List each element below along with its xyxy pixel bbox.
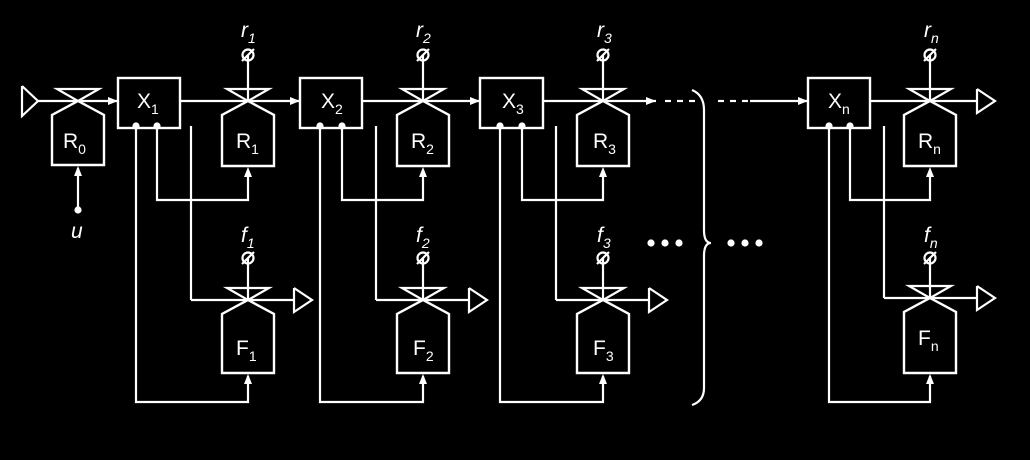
stage-1-r-label: R1: [236, 130, 259, 157]
stage-1-r-tank: [220, 99, 276, 168]
stage-3-f-regulator-knob: [596, 251, 610, 265]
stage-n-x-label: Xn: [828, 90, 850, 117]
stage-3-x-box: [478, 76, 545, 130]
stage-2-f-label: F2: [413, 337, 434, 364]
stage-n-rr-label: rn: [924, 19, 939, 46]
ellipsis-dot-2: [661, 239, 669, 247]
stage-4-r-regulator-knob: [923, 48, 937, 62]
stage-1-f-regulator-knob: [241, 251, 255, 265]
source-cloud: [20, 85, 40, 119]
stage-3-f-label: F3: [593, 337, 614, 364]
stage-2-r-tank: [395, 99, 451, 168]
stage-2-r-feedback: [340, 126, 425, 202]
stage-1-f-feedback-arrowhead: [244, 374, 252, 384]
stage-2-rr-label: r2: [416, 19, 431, 46]
stage-4-r-feedback-arrowhead: [926, 167, 934, 177]
stage-4-r-feedback: [848, 126, 932, 202]
stage-2-f-tank: [395, 298, 451, 375]
stage-2-r-feedback-arrowhead: [419, 167, 427, 177]
stage-3-r-regulator-knob: [596, 48, 610, 62]
stage-2-r-label: R2: [411, 130, 434, 157]
stage-3-r-regulator-knob-slash: [596, 48, 610, 62]
stage-1-r-regulator-knob: [241, 48, 255, 62]
stage-2-f-feedback: [318, 126, 425, 404]
stage-3-f-sink: [647, 287, 669, 315]
stage-n-inflow-arrowhead: [798, 97, 808, 105]
stage-3-f-regulator-knob-slash: [596, 251, 610, 265]
stage-2-f-sink: [467, 287, 489, 315]
source-flow-arrowhead: [108, 97, 118, 105]
ellipsis-dot-5: [741, 239, 749, 247]
stage-4-r-tank: [902, 99, 958, 168]
stage-4-f-regulator-knob: [923, 251, 937, 265]
stage-3-f-feedback-arrowhead: [599, 374, 607, 384]
stage-4-f-feedback-arrowhead: [926, 374, 934, 384]
input-u-dot: [74, 206, 82, 214]
stage-3-r-feedback: [520, 126, 605, 202]
stage-2-f-regulator-knob: [416, 251, 430, 265]
stage-1-f-feedback: [134, 126, 250, 404]
stage-1-r-regulator-knob-slash: [241, 48, 255, 62]
stage-1-f-label: F1: [236, 337, 257, 364]
stage-2-r-flow-arrowhead: [470, 97, 480, 105]
stage-2-f-feedback-arrowhead: [419, 374, 427, 384]
stage-4-x-box: [806, 76, 872, 130]
stage-2-r-regulator-knob-slash: [416, 48, 430, 62]
stage-2-f-regulator-knob-slash: [416, 251, 430, 265]
stage-1-r-feedback-arrowhead: [244, 167, 252, 177]
stage-2-ff-label: f2: [416, 224, 430, 251]
stage-n-ff-label: fn: [924, 224, 938, 251]
stage-4-f-tank: [902, 296, 958, 375]
stage-4-f-feedback: [827, 126, 932, 404]
gap-brace: [691, 88, 712, 407]
stage-3-r-flow-arrowhead: [646, 97, 656, 105]
stage-1-ff-label: f1: [241, 224, 255, 251]
stage-1-f-regulator-knob-slash: [241, 251, 255, 265]
diagram-shapes: [20, 48, 997, 407]
input-u-label: u: [71, 220, 83, 243]
stage-4-r-sink: [975, 88, 997, 116]
stage-1-x-label: X1: [137, 90, 159, 117]
source-stock-label: R0: [63, 130, 86, 157]
stage-4-f-sink: [975, 285, 997, 313]
stage-4-f-regulator-knob-slash: [923, 251, 937, 265]
ellipsis-dot-3: [675, 239, 683, 247]
stage-2-x-box: [298, 76, 364, 130]
stage-1-f-tank: [220, 298, 276, 375]
stage-3-ff-label: f3: [597, 224, 611, 251]
stage-n-f-label: Fn: [918, 327, 939, 354]
stage-3-r-tank: [575, 99, 631, 168]
stage-3-x-label: X3: [502, 90, 524, 117]
ellipsis-dot-6: [755, 239, 763, 247]
ellipsis-dot-1: [647, 239, 655, 247]
stage-3-rr-label: r3: [597, 19, 612, 46]
source-tank: [50, 99, 106, 167]
stage-2-x-label: X2: [321, 90, 343, 117]
stage-1-f-sink: [292, 287, 314, 315]
stage-1-rr-label: r1: [241, 19, 256, 46]
ellipsis-dot-4: [727, 239, 735, 247]
stage-1-r-feedback: [155, 126, 250, 202]
stage-1-x-box: [116, 76, 182, 130]
stage-n-r-label: Rn: [918, 130, 941, 157]
stage-4-r-regulator-knob-slash: [923, 48, 937, 62]
input-u-arrowhead: [74, 166, 82, 176]
stage-3-f-tank: [575, 298, 631, 375]
stage-3-r-feedback-arrowhead: [599, 167, 607, 177]
stage-3-r-label: R3: [593, 130, 616, 157]
stage-1-r-flow-arrowhead: [290, 97, 300, 105]
stage-2-r-regulator-knob: [416, 48, 430, 62]
stage-3-f-feedback: [498, 126, 605, 404]
